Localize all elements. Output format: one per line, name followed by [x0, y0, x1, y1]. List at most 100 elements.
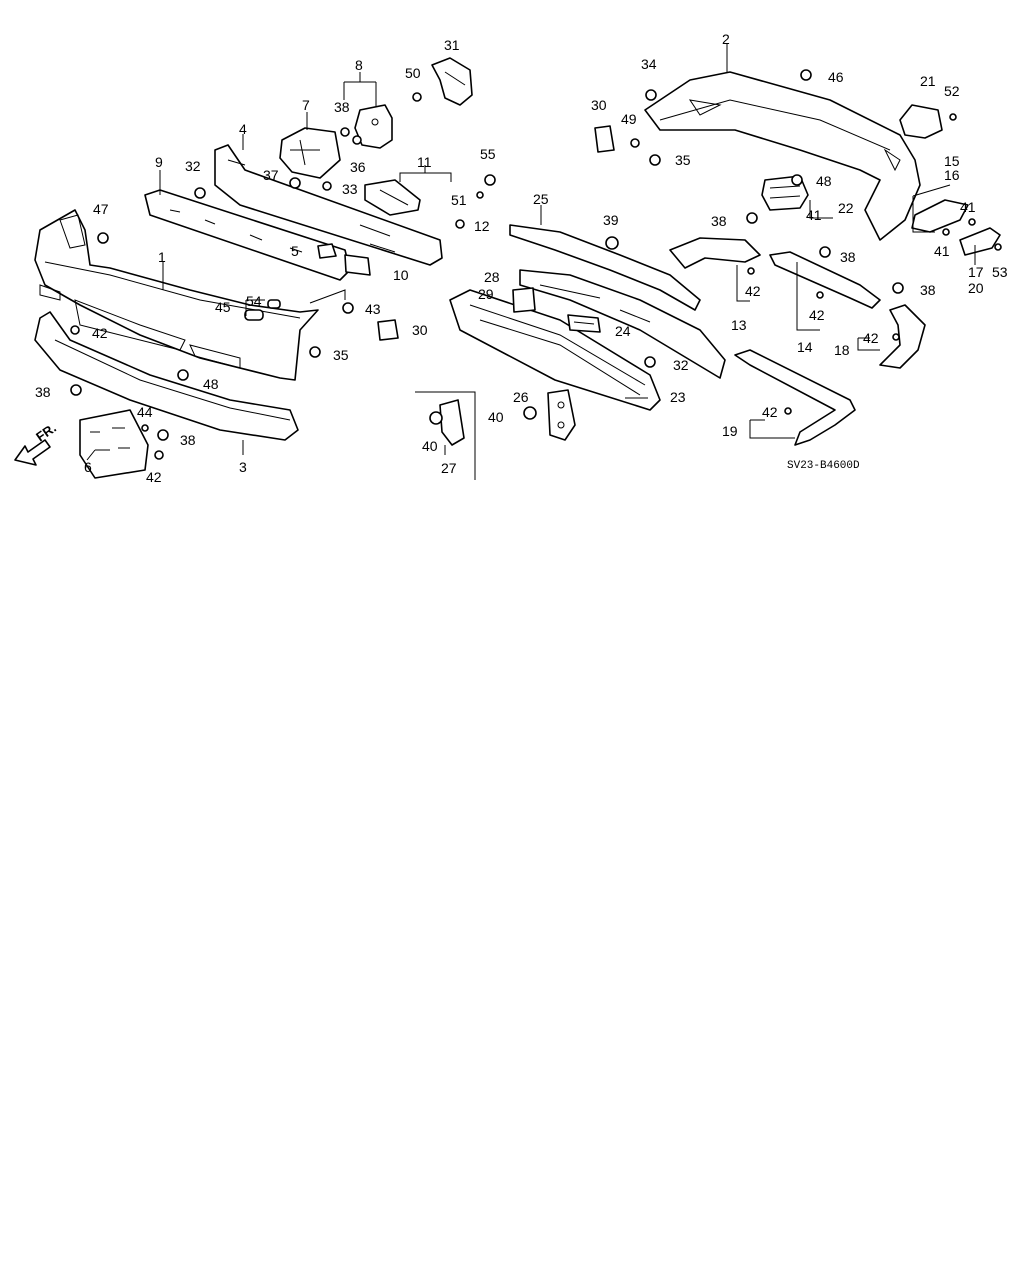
callout-number: 21 — [920, 73, 936, 89]
callout-number: 14 — [797, 339, 813, 355]
callout-number: 35 — [675, 152, 691, 168]
callout-number: 42 — [146, 469, 162, 485]
callout-number: 38 — [35, 384, 51, 400]
bracket-26 — [547, 389, 576, 441]
callout-number: 43 — [365, 301, 381, 317]
front-bracket-8 — [354, 104, 393, 149]
callout-number: 38 — [334, 99, 350, 115]
callout-number: 32 — [185, 158, 201, 174]
license-plate-base — [79, 409, 149, 479]
callout-number: 54 — [246, 293, 262, 309]
callout-number: 49 — [621, 111, 637, 127]
callout-number: 38 — [711, 213, 727, 229]
callout-number: 41 — [960, 199, 976, 215]
callout-number: 42 — [809, 307, 825, 323]
callout-number: 18 — [834, 342, 850, 358]
callout-number: 46 — [828, 69, 844, 85]
fastener-45-54 — [244, 299, 281, 321]
callout-numbers: 1 2 3 4 5 6 7 8 9 10 11 12 13 14 15 16 1… — [35, 31, 1008, 485]
callout-number: 47 — [93, 201, 109, 217]
rear-side-13 — [669, 237, 761, 269]
callout-number: 35 — [333, 347, 349, 363]
callout-number: 42 — [92, 325, 108, 341]
callout-number: 48 — [816, 173, 832, 189]
clip-29 — [512, 287, 536, 313]
callout-number: 33 — [342, 181, 358, 197]
rear-stay-25 — [509, 224, 701, 311]
callout-number: 41 — [806, 207, 822, 223]
callout-number: 26 — [513, 389, 529, 405]
bracket-27 — [415, 391, 476, 480]
rear-lower-19 — [734, 349, 856, 446]
callout-number: 8 — [355, 57, 363, 73]
callout-number: 12 — [474, 218, 490, 234]
rear-side-14 — [769, 251, 881, 309]
fr-label: FR. — [33, 420, 59, 444]
front-direction-arrow: FR. — [14, 420, 59, 466]
spacer-10 — [344, 254, 371, 276]
rear-lower-18 — [879, 304, 926, 369]
callout-number: 30 — [591, 97, 607, 113]
front-lower-lip — [34, 311, 299, 441]
callout-number: 11 — [417, 154, 432, 170]
clip-5 — [317, 243, 337, 259]
callout-number: 13 — [731, 317, 747, 333]
callout-number: 10 — [393, 267, 409, 283]
callout-number: 31 — [444, 37, 460, 53]
callout-number: 50 — [405, 65, 421, 81]
callout-number: 20 — [968, 280, 984, 296]
callout-number: 4 — [239, 121, 247, 137]
callout-number: 7 — [302, 97, 310, 113]
callout-number: 5 — [291, 243, 299, 259]
callout-number: 3 — [239, 459, 247, 475]
callout-number: 22 — [838, 200, 854, 216]
callout-number: 40 — [422, 438, 438, 454]
callout-number: 15 — [944, 153, 960, 169]
callout-number: 51 — [451, 192, 467, 208]
callout-number: 9 — [155, 154, 163, 170]
callout-number: 1 — [158, 249, 166, 265]
callout-number: 38 — [180, 432, 196, 448]
bracket-31 — [431, 57, 473, 106]
callout-number: 41 — [934, 243, 950, 259]
callout-number: 34 — [641, 56, 657, 72]
callout-number: 40 — [488, 409, 504, 425]
clip-24 — [567, 314, 601, 333]
rear-absorber-23 — [449, 289, 661, 411]
rear-bumper-cover — [644, 71, 921, 241]
leader-lines — [86, 44, 976, 461]
callout-number: 23 — [670, 389, 686, 405]
callout-number: 6 — [84, 459, 92, 475]
front-beam — [214, 144, 443, 266]
callout-number: 25 — [533, 191, 549, 207]
callout-number: 48 — [203, 376, 219, 392]
reflector-17-20 — [959, 227, 1001, 256]
front-bracket-7 — [279, 127, 341, 179]
callout-number: 42 — [762, 404, 778, 420]
callout-number: 37 — [263, 167, 279, 183]
clip-30-front — [377, 319, 399, 341]
front-bumper-cover — [34, 209, 319, 381]
callout-number: 55 — [480, 146, 496, 162]
callout-number: 38 — [840, 249, 856, 265]
callout-number: 52 — [944, 83, 960, 99]
bracket-21 — [899, 104, 943, 139]
clip-30-rear — [594, 125, 615, 153]
callout-number: 38 — [920, 282, 936, 298]
callout-number: 42 — [745, 283, 761, 299]
callout-number: 24 — [615, 323, 631, 339]
callout-number: 19 — [722, 423, 738, 439]
callout-number: 32 — [673, 357, 689, 373]
callout-number: 53 — [992, 264, 1008, 280]
callout-number: 36 — [350, 159, 366, 175]
diagram-code: SV23-B4600D — [787, 460, 860, 472]
callout-number: 2 — [722, 31, 730, 47]
fasteners — [70, 69, 1002, 460]
callout-number: 44 — [137, 404, 153, 420]
callout-number: 30 — [412, 322, 428, 338]
callout-number: 39 — [603, 212, 619, 228]
callout-number: 27 — [441, 460, 457, 476]
callout-number: 17 — [968, 264, 984, 280]
beam-extension — [364, 179, 421, 216]
